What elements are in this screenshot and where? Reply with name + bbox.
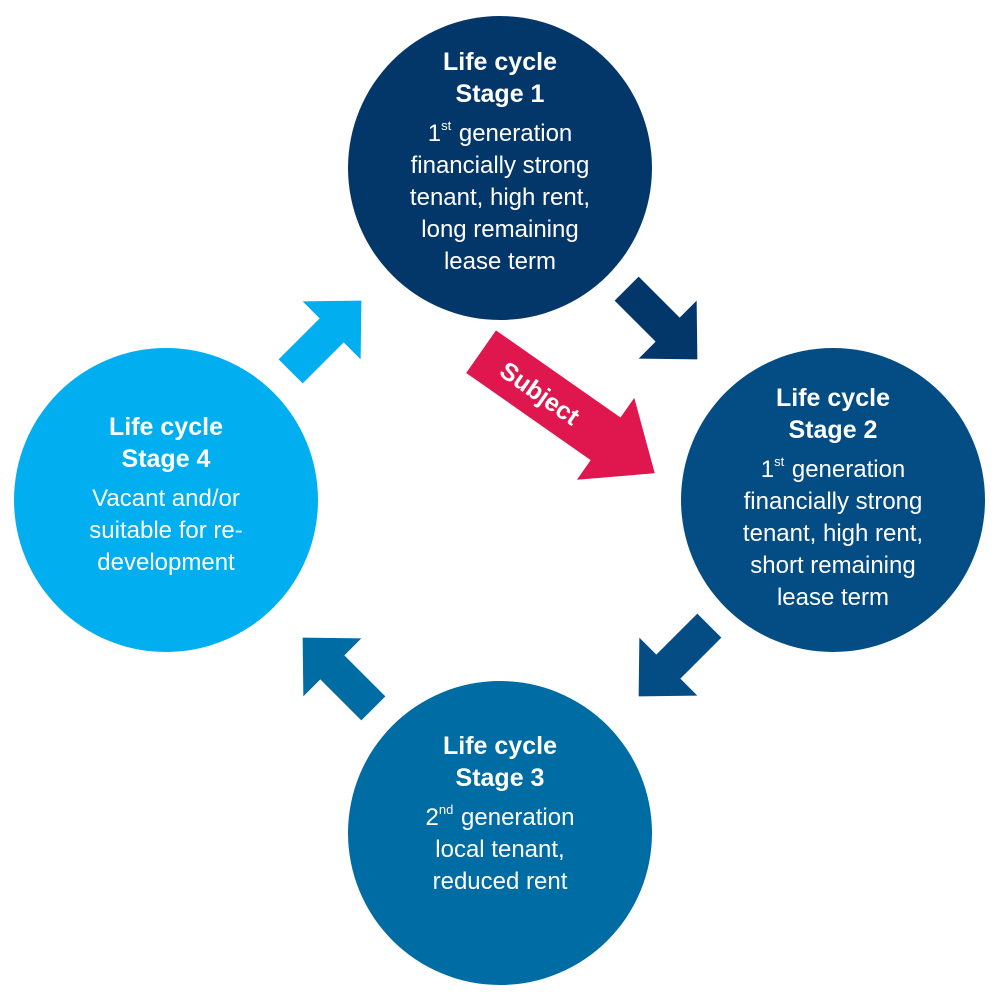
- stage-2-title-line: Life cycle: [776, 384, 890, 412]
- description-text: generation: [785, 456, 906, 483]
- stage-1-title: Life cycle Stage 1: [443, 46, 557, 110]
- arrow-stage1-to-stage2: [614, 276, 698, 360]
- stage-2-description-line: short remaining: [750, 552, 916, 579]
- stage-3-title-line: Stage 3: [455, 764, 545, 792]
- stage-3-circle: Life cycle Stage 3 2nd generation local …: [348, 681, 652, 985]
- ordinal-number: 1: [427, 120, 442, 147]
- ordinal-suffix: st: [441, 118, 452, 133]
- stage-2-description-line: tenant, high rent,: [742, 520, 924, 547]
- stage-2-description-line: lease term: [776, 584, 890, 611]
- stage-1-description-line: long remaining: [421, 216, 579, 243]
- stage-2-circle: Life cycle Stage 2 1st generation financ…: [681, 348, 985, 652]
- ordinal-number: 2: [425, 804, 439, 831]
- ordinal-suffix: st: [774, 454, 785, 469]
- arrow-stage1-to-stage2-shape: [614, 276, 698, 360]
- description-text: generation: [452, 120, 573, 147]
- stage-4-title: Life cycle Stage 4: [109, 411, 223, 475]
- arrow-stage2-to-stage3: [638, 613, 722, 697]
- stage-4-title-line: Life cycle: [109, 413, 223, 441]
- stage-2-description-line: 1st generation: [743, 454, 923, 486]
- subject-arrow: Subject: [466, 330, 655, 480]
- stage-1-description-line: 1st generation: [410, 118, 590, 150]
- ordinal-number: 1: [760, 456, 775, 483]
- ordinal-suffix: nd: [438, 802, 454, 817]
- stage-1-description-line: lease term: [443, 248, 557, 275]
- stage-3-description-line: 2nd generation: [426, 802, 575, 834]
- stage-1-description-line: financially strong: [410, 152, 590, 179]
- stage-2-title-line: Stage 2: [788, 416, 878, 444]
- arrow-stage3-to-stage4: [302, 637, 386, 721]
- stage-4-description-line: Vacant and/or: [92, 485, 240, 512]
- arrow-stage4-to-stage1-shape: [278, 300, 362, 384]
- stage-3-description-line: reduced rent: [432, 868, 568, 895]
- stage-1-title-line: Stage 1: [455, 80, 545, 108]
- arrow-stage3-to-stage4-shape: [302, 637, 386, 721]
- subject-arrow-shape: [466, 330, 655, 480]
- stage-2-description-line: financially strong: [743, 488, 923, 515]
- arrow-stage2-to-stage3-shape: [638, 613, 722, 697]
- stage-4-description-line: suitable for re-: [89, 517, 243, 544]
- stage-1-description: 1st generation financially strong tenant…: [410, 118, 590, 278]
- stage-3-description: 2nd generation local tenant, reduced ren…: [426, 802, 575, 898]
- stage-4-description: Vacant and/or suitable for re- developme…: [89, 483, 242, 579]
- stage-1-circle: Life cycle Stage 1 1st generation financ…: [348, 16, 652, 320]
- stage-4-title-line: Stage 4: [121, 445, 211, 473]
- arrow-stage4-to-stage1: [278, 300, 362, 384]
- stage-2-description: 1st generation financially strong tenant…: [743, 454, 923, 614]
- stage-1-description-line: tenant, high rent,: [409, 184, 591, 211]
- stage-3-title: Life cycle Stage 3: [443, 730, 557, 794]
- stage-4-description-line: development: [97, 549, 235, 576]
- stage-4-circle: Life cycle Stage 4 Vacant and/or suitabl…: [14, 348, 318, 652]
- stage-2-title: Life cycle Stage 2: [776, 382, 890, 446]
- stage-3-description-line: local tenant,: [435, 836, 565, 863]
- description-text: generation: [454, 804, 575, 831]
- stage-1-title-line: Life cycle: [443, 48, 557, 76]
- stage-3-title-line: Life cycle: [443, 732, 557, 760]
